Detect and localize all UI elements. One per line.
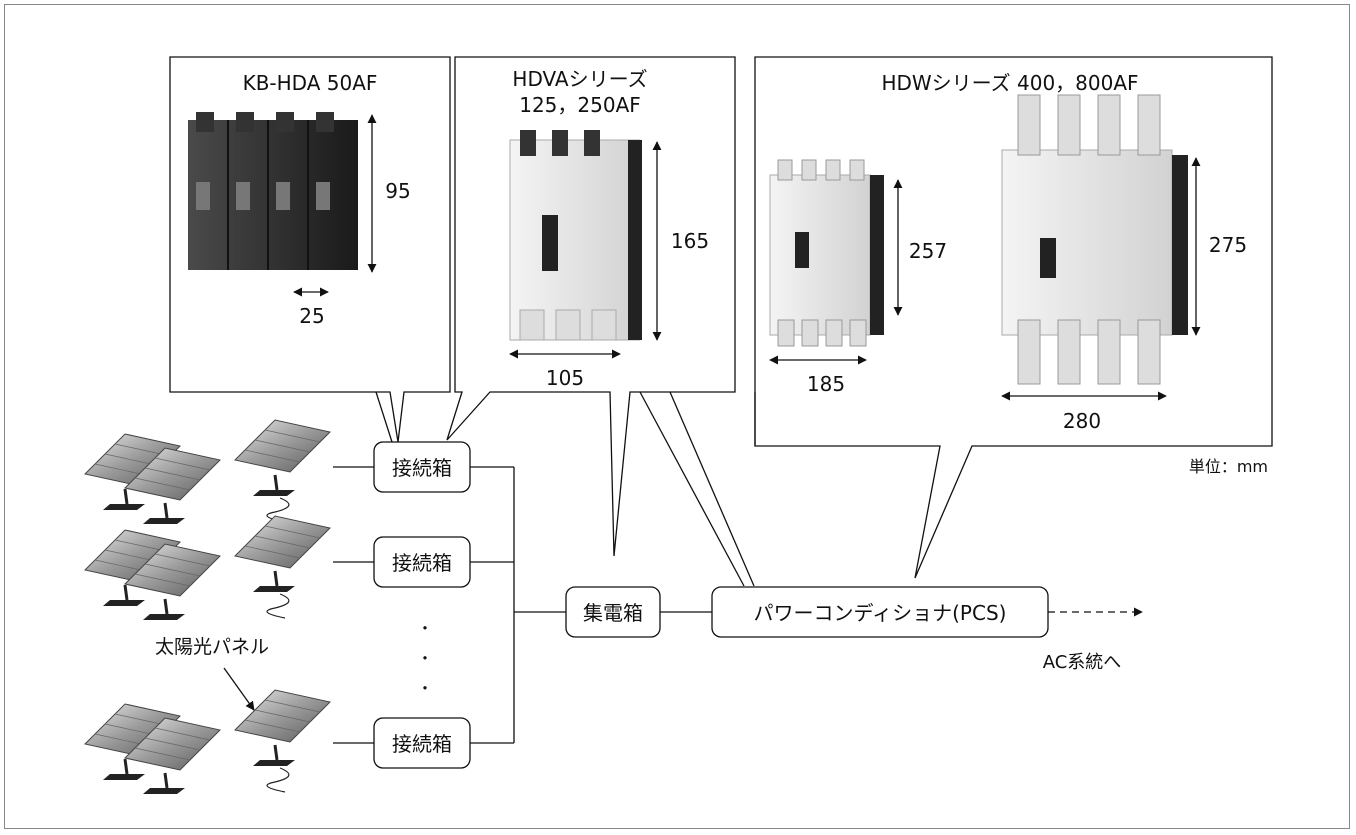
callout-hdw: HDWシリーズ 400，800AF 257 185 [755,57,1272,578]
ac-system-label: AC系統へ [1043,652,1122,673]
junction-box-1-label: 接続箱 [392,456,452,480]
hdw-title: HDWシリーズ 400，800AF [881,71,1138,95]
callout-hdva: HDVAシリーズ 125，250AF 165 105 [447,57,735,556]
ellipsis-dot-1: ・ [417,619,433,638]
ellipsis-dot-2: ・ [417,649,433,668]
solar-panel-pointer [224,668,254,710]
junction-box-2: 接続箱 [374,537,470,587]
pcs-box: パワーコンディショナ(PCS) [712,587,1048,637]
callout-kb-hda: KB-HDA 50AF 95 25 [170,57,450,442]
hdva-title-line1: HDVAシリーズ [512,67,647,91]
solar-panel-group-2 [85,516,330,620]
unit-label: 単位：mm [1189,457,1268,476]
hdva-width-dim: 105 [546,366,584,390]
kb-hda-height-dim: 95 [385,179,410,203]
hdw-small-height-dim: 257 [909,239,947,263]
hdva-breaker-photo [510,130,642,340]
hdw-large-height-dim: 275 [1209,233,1247,257]
junction-box-2-label: 接続箱 [392,551,452,575]
junction-box-3-label: 接続箱 [392,732,452,756]
solar-panel-group-3 [85,690,330,794]
hdva-title-line2: 125，250AF [519,93,641,117]
hdw-small-breaker-photo [770,160,884,346]
junction-box-1: 接続箱 [374,442,470,492]
solar-panel-group-1 [85,420,330,524]
junction-box-3: 接続箱 [374,718,470,768]
hdva-height-dim: 165 [671,229,709,253]
hdw-small-width-dim: 185 [807,372,845,396]
kb-hda-title: KB-HDA 50AF [243,71,378,95]
ellipsis-dot-3: ・ [417,679,433,698]
pcs-box-label: パワーコンディショナ(PCS) [754,601,1007,625]
hdw-large-width-dim: 280 [1063,409,1101,433]
collector-box: 集電箱 [566,587,660,637]
kb-hda-breaker-photo [188,112,358,270]
kb-hda-width-dim: 25 [299,304,324,328]
solar-panel-label: 太陽光パネル [155,636,269,658]
collector-box-label: 集電箱 [583,601,643,625]
